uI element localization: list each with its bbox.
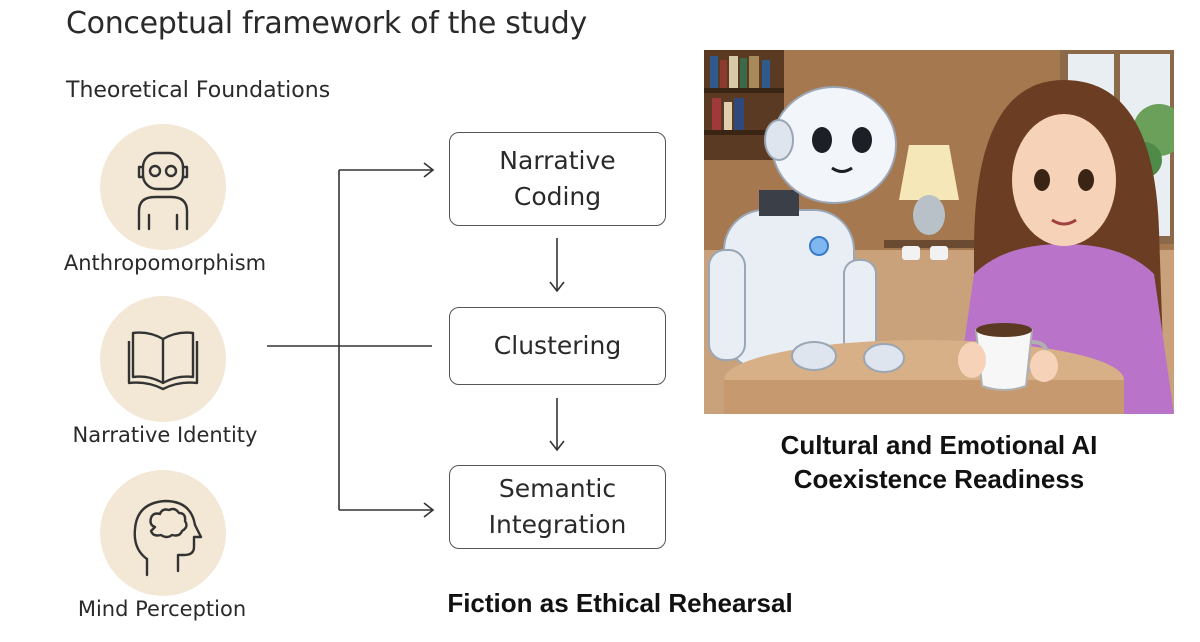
arrow-head-top (423, 162, 435, 178)
head-brain-icon (133, 499, 203, 577)
outcome-line-2: Coexistence Readiness (793, 464, 1085, 494)
outcome-line-1: Cultural and Emotional AI (780, 430, 1098, 460)
arrow-head-down-2 (549, 440, 565, 452)
robot-character (708, 86, 897, 371)
outcome-caption: Cultural and Emotional AI Coexistence Re… (704, 428, 1174, 496)
step-line-2: Integration (488, 510, 627, 539)
open-book-icon (127, 331, 199, 391)
foundation-label-anthropomorphism: Anthropomorphism (63, 251, 267, 275)
step-semantic-integration: Semantic Integration (449, 465, 666, 549)
anthropomorphism-circle (100, 124, 226, 250)
foundation-label-mind-perception: Mind Perception (77, 597, 247, 621)
step-line-2: Coding (513, 182, 602, 211)
robot-hand-left (791, 341, 837, 371)
robot-human-illustration (704, 50, 1174, 414)
illustration-svg (704, 50, 1174, 414)
step-narrative-coding: Narrative Coding (449, 132, 666, 226)
step-clustering: Clustering (449, 307, 666, 385)
step-line-1: Clustering (493, 331, 622, 360)
robot-icon (137, 151, 189, 231)
coffee-cup (958, 323, 1058, 391)
bottom-caption: Fiction as Ethical Rehearsal (447, 588, 793, 618)
mind-perception-circle (100, 470, 226, 596)
step-line-1: Narrative (499, 146, 616, 175)
foundation-label-narrative-identity: Narrative Identity (72, 423, 258, 447)
robot-hand-right (863, 343, 905, 373)
arrow-head-bottom (423, 502, 435, 518)
lamp (884, 145, 984, 260)
narrative-identity-circle (100, 296, 226, 422)
arrow-head-down-1 (549, 281, 565, 293)
diagram-title: Conceptual framework of the study (66, 6, 587, 41)
step-line-1: Semantic (498, 474, 617, 503)
section-heading: Theoretical Foundations (66, 78, 331, 103)
